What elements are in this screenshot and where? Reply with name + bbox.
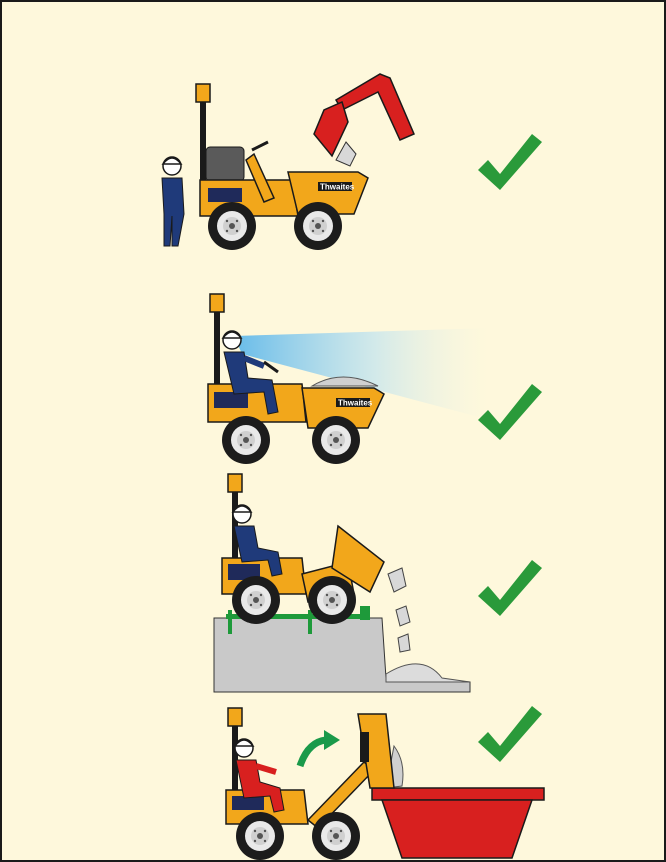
- standing-operator: [162, 157, 184, 246]
- panel-3-tipping-behind-stop-block: [214, 474, 542, 692]
- excavator-arm: [314, 74, 414, 166]
- panel-2-operator-seated-forward-view: Thwaites: [208, 294, 542, 464]
- brand-label-1: Thwaites: [320, 183, 355, 192]
- check-icon: [478, 706, 542, 762]
- brand-label-2: Thwaites: [338, 399, 373, 408]
- check-icon: [478, 560, 542, 616]
- skip-container: [372, 788, 544, 858]
- green-lift-arrow: [300, 730, 340, 766]
- check-icon: [478, 134, 542, 190]
- falling-debris: [388, 568, 410, 652]
- panel-1-operator-standing-clear: Thwaites: [162, 74, 542, 250]
- panel-4-high-tip-into-skip: [226, 706, 544, 860]
